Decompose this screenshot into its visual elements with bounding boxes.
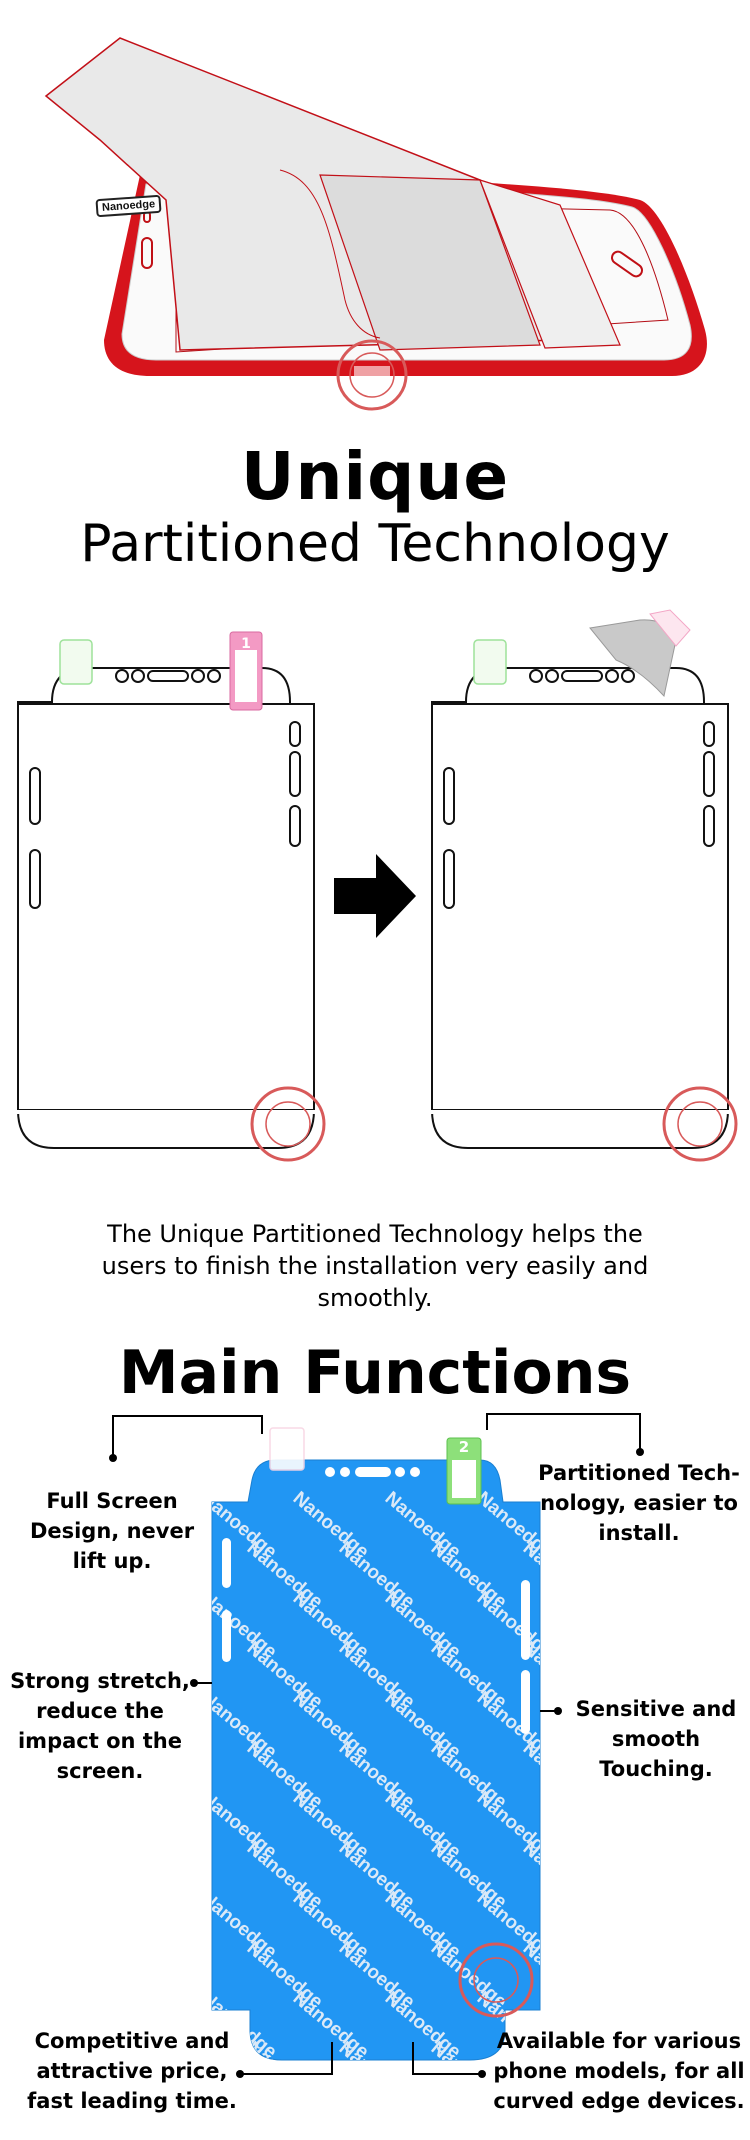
phone-outline-before bbox=[16, 631, 326, 1162]
feature-price: Competitive and attractive price, fast l… bbox=[27, 2029, 237, 2113]
feature-full-screen: Full Screen Design, never lift up. bbox=[29, 1489, 195, 1573]
main-functions-title: Main Functions bbox=[118, 1338, 632, 1408]
description-text: The Unique Partitioned Technology helps … bbox=[101, 1220, 649, 1312]
headline-subtitle: Partitioned Technology bbox=[80, 514, 670, 574]
headline-title: Unique bbox=[240, 438, 510, 515]
phone-outline-after bbox=[430, 609, 738, 1162]
hero-illustration: Nanoedge bbox=[0, 0, 750, 420]
step2-tab-number: 2 bbox=[458, 1438, 470, 1456]
feature-models: Available for various phone models, for … bbox=[493, 2029, 745, 2113]
step1-tab-number: 1 bbox=[241, 636, 251, 652]
blue-film bbox=[211, 1459, 541, 2061]
step-diagram: 1 bbox=[0, 609, 750, 1180]
seal-stamp-icon bbox=[336, 339, 408, 411]
feature-sensitive: Sensitive and smooth Touching. bbox=[575, 1697, 737, 1781]
arrow-right-icon bbox=[334, 854, 416, 938]
callout-lines bbox=[112, 1413, 641, 2075]
feature-stretch: Strong stretch, reduce the impact on the… bbox=[10, 1669, 190, 1783]
feature-partitioned: Partitioned Tech- nology, easier to inst… bbox=[538, 1461, 740, 1545]
